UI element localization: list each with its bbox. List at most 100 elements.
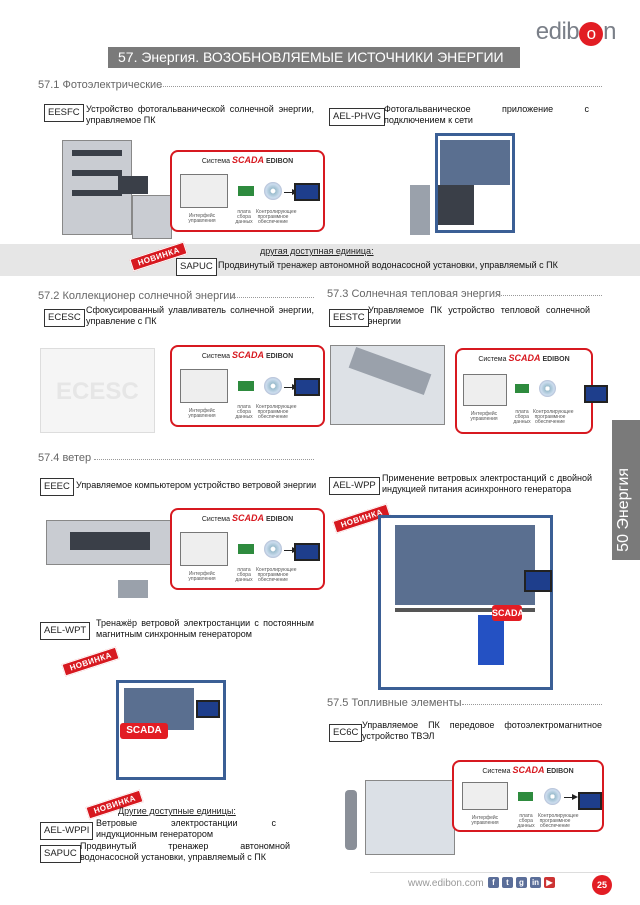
scada-badge: SCADA xyxy=(492,605,524,621)
twitter-icon[interactable]: t xyxy=(502,877,513,888)
product-desc-sapuc: Продвинутый тренажер автономной водонасо… xyxy=(80,841,290,862)
product-code-aelphvg: AEL-PHVG xyxy=(329,108,386,126)
section-title-57-1: 57.1 Фотоэлектрические xyxy=(38,79,163,91)
product-desc-eeec: Управляемое компьютером устройство ветро… xyxy=(76,480,317,490)
product-code-eesfc: EESFC xyxy=(44,104,84,122)
pc-monitor-icon xyxy=(578,792,602,810)
wind-tunnel-window xyxy=(70,532,150,550)
label-card: плата сбора данных xyxy=(513,409,531,425)
eesfc-control-box xyxy=(118,176,148,194)
product-code-aelwppi: AEL-WPPI xyxy=(40,822,94,840)
label-interface: Интерфейс управления xyxy=(188,213,216,224)
control-interface-box xyxy=(180,369,228,403)
label-software: Контролирующее программное обеспечение xyxy=(256,567,297,583)
product-desc-aelphvg: Фотогальваническое приложение с подключе… xyxy=(384,104,589,125)
section-line xyxy=(498,295,602,296)
eestc-equipment xyxy=(330,345,445,425)
product-desc-aelwpt: Тренажёр ветровой электростанции с посто… xyxy=(96,618,314,639)
product-code-aelwpp: AEL-WPP xyxy=(329,477,380,495)
ecesc-watermark: ECESC xyxy=(56,378,139,405)
ecesc-image-placeholder xyxy=(40,348,155,433)
section-line xyxy=(462,704,602,705)
label-software: Контролирующее программное обеспечение xyxy=(256,209,297,225)
scada-title: Система SCADA EDIBON xyxy=(478,353,570,363)
product-desc-aelwpp: Применение ветровых электростанций с дво… xyxy=(382,473,592,494)
software-cd-icon xyxy=(539,380,556,397)
scada-title: Система SCADA EDIBON xyxy=(201,155,294,165)
software-cd-icon xyxy=(544,788,561,805)
aelphvg-frame xyxy=(435,133,515,233)
product-code-eeec: EEEC xyxy=(40,478,74,496)
label-software: Контролирующее программное обеспечение xyxy=(533,409,574,425)
label-software: Контролирующее программное обеспечение xyxy=(538,813,579,829)
section-title-57-5: 57.5 Топливные элементы xyxy=(327,697,462,709)
footer-line xyxy=(370,872,610,873)
aelwpp-panels xyxy=(395,525,535,605)
product-desc-ec6c: Управляемое ПК передовое фотоэлектромагн… xyxy=(362,720,602,741)
label-card: плата сбора данных xyxy=(235,404,253,420)
label-interface: Интерфейс управления xyxy=(470,411,498,422)
aelwpp-motor-cabinet xyxy=(478,615,504,665)
product-desc-eestc: Управляемое ПК устройство тепловой солне… xyxy=(368,305,590,326)
other-unit-label: другая доступная единица: xyxy=(260,246,374,256)
product-desc-aelwppi: Ветровые электростанции с индукционным г… xyxy=(96,818,276,839)
aelphvg-stand xyxy=(410,185,430,235)
pc-monitor-icon xyxy=(294,543,320,561)
page-number: 25 xyxy=(592,875,612,895)
eesfc-lamp xyxy=(72,190,122,196)
aelwpp-desk xyxy=(395,608,535,612)
product-desc-eesfc: Устройство фотогальванической солнечной … xyxy=(86,104,314,125)
software-cd-icon xyxy=(264,182,282,200)
scada-badge: SCADA xyxy=(120,723,168,739)
product-code-eestc: EESTC xyxy=(329,309,369,327)
pc-monitor-icon xyxy=(294,183,320,201)
label-software: Контролирующее программное обеспечение xyxy=(256,404,297,420)
scada-diagram-eestc: Система SCADA EDIBON Интерфейс управлени… xyxy=(455,348,593,434)
product-code-sapuc: SAPUC xyxy=(176,258,217,276)
software-cd-icon xyxy=(264,540,282,558)
daq-card xyxy=(238,186,254,196)
linkedin-icon[interactable]: in xyxy=(530,877,541,888)
pc-monitor-icon xyxy=(584,385,608,403)
section-line xyxy=(232,297,314,298)
solar-panel xyxy=(438,185,474,225)
control-interface-box xyxy=(180,174,228,208)
label-interface: Интерфейс управления xyxy=(471,815,499,826)
other-units-label: Другие доступные единицы: xyxy=(118,806,236,816)
scada-diagram-ec6c: Система SCADA EDIBON Интерфейс управлени… xyxy=(452,760,604,832)
page-title-banner: 57. Энергия. ВОЗОБНОВЛЯЕМЫЕ ИСТОЧНИКИ ЭН… xyxy=(108,47,520,68)
section-line xyxy=(94,459,314,460)
google-plus-icon[interactable]: g xyxy=(516,877,527,888)
scada-diagram-eeec: Система SCADA EDIBON Интерфейс управлени… xyxy=(170,508,325,590)
label-card: плата сбора данных xyxy=(235,567,253,583)
control-interface-box xyxy=(463,374,507,406)
daq-card xyxy=(238,544,254,554)
eesfc-side-table xyxy=(132,195,172,239)
label-interface: Интерфейс управления xyxy=(188,408,216,419)
pc-monitor-icon xyxy=(196,700,220,718)
product-desc-sapuc: Продвинутый тренажер автономной водонасо… xyxy=(218,260,558,270)
gas-cylinder xyxy=(345,790,357,850)
software-cd-icon xyxy=(264,377,282,395)
ec6c-equipment xyxy=(365,780,455,855)
pc-monitor-icon xyxy=(294,378,320,396)
scada-title: Система SCADA EDIBON xyxy=(201,513,294,523)
aelphvg-panels xyxy=(440,140,510,185)
footer-url[interactable]: www.edibon.com xyxy=(408,878,484,889)
facebook-icon[interactable]: f xyxy=(488,877,499,888)
scada-diagram-eesfc: Система SCADA EDIBON Интерфейс управлени… xyxy=(170,150,325,232)
eesfc-lamp xyxy=(72,170,122,176)
label-card: плата сбора данных xyxy=(235,209,253,225)
daq-card xyxy=(238,381,254,391)
product-code-ecesc: ECESC xyxy=(44,309,85,327)
control-interface-box xyxy=(462,782,508,810)
pc-monitor-icon xyxy=(524,570,552,592)
eesfc-lamp xyxy=(72,150,122,156)
arrow-icon xyxy=(564,794,578,800)
section-title-57-3: 57.3 Солнечная тепловая энергия xyxy=(327,288,502,300)
section-title-57-2: 57.2 Коллекционер солнечной энергии xyxy=(38,290,236,302)
product-desc-ecesc: Сфокусированный улавливатель солнечной э… xyxy=(86,305,314,326)
aelwpp-frame xyxy=(378,515,553,690)
product-code-ec6c: EC6C xyxy=(329,724,363,742)
youtube-icon[interactable]: ▶ xyxy=(544,877,555,888)
